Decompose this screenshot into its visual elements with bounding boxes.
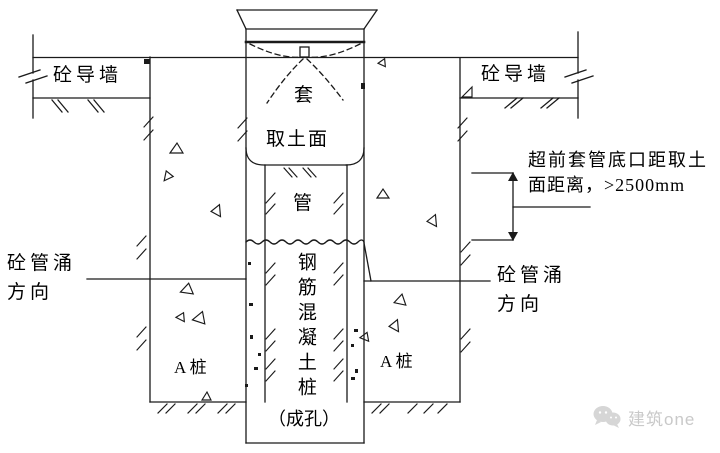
rebar-dots [144, 59, 365, 387]
guide-wall-right-label: 砼导墙 [481, 64, 551, 85]
casing-outer-walls [245, 28, 365, 444]
pile-a-left-label: A 桩 [174, 358, 207, 377]
pile-a-right-label: A 桩 [380, 352, 413, 371]
watermark-text: 建筑one [628, 409, 696, 429]
guide-wall-right-box [459, 97, 579, 109]
left-edge-break-line [18, 34, 48, 119]
surge-left-label-line2: 方向 [7, 282, 54, 303]
wall-hatches [136, 116, 471, 382]
dimension-bracket [471, 172, 591, 241]
pile-a-left-box [86, 278, 247, 403]
inner-pipe [245, 147, 365, 403]
watermark: 建筑one [592, 404, 695, 430]
pile-note-label: （成孔） [268, 409, 340, 429]
sling-curves [249, 43, 361, 104]
soil-take-surface-label: 取土面 [266, 129, 330, 150]
right-edge-break-line [564, 31, 594, 119]
surge-left-label-line1: 砼管涌 [7, 253, 77, 274]
lifting-lug [299, 46, 310, 58]
gravel-triangles [163, 57, 473, 401]
casing-bottom-slant [363, 242, 372, 282]
trench-walls [149, 56, 461, 403]
surge-right-label-line1: 砼管涌 [497, 265, 567, 286]
bottom-ground-hatches [157, 403, 448, 414]
concrete-level-wavy-line [245, 239, 365, 245]
casing-label: 套 [294, 85, 316, 106]
pile-a-right-box [363, 280, 491, 403]
annotation-line1: 超前套管底口距取土 [528, 150, 708, 170]
guide-wall-left-label: 砼导墙 [53, 65, 123, 86]
annotation-line2: 面距离，>2500mm [528, 175, 686, 195]
guide-wall-left-box [32, 97, 151, 113]
pipe-label: 管 [293, 193, 315, 214]
wechat-bubbles-icon [593, 406, 621, 428]
pile-label-vertical: 钢筋混凝土桩 [294, 252, 316, 402]
casing-funnel [236, 9, 378, 44]
surge-right-label-line2: 方向 [497, 294, 544, 315]
